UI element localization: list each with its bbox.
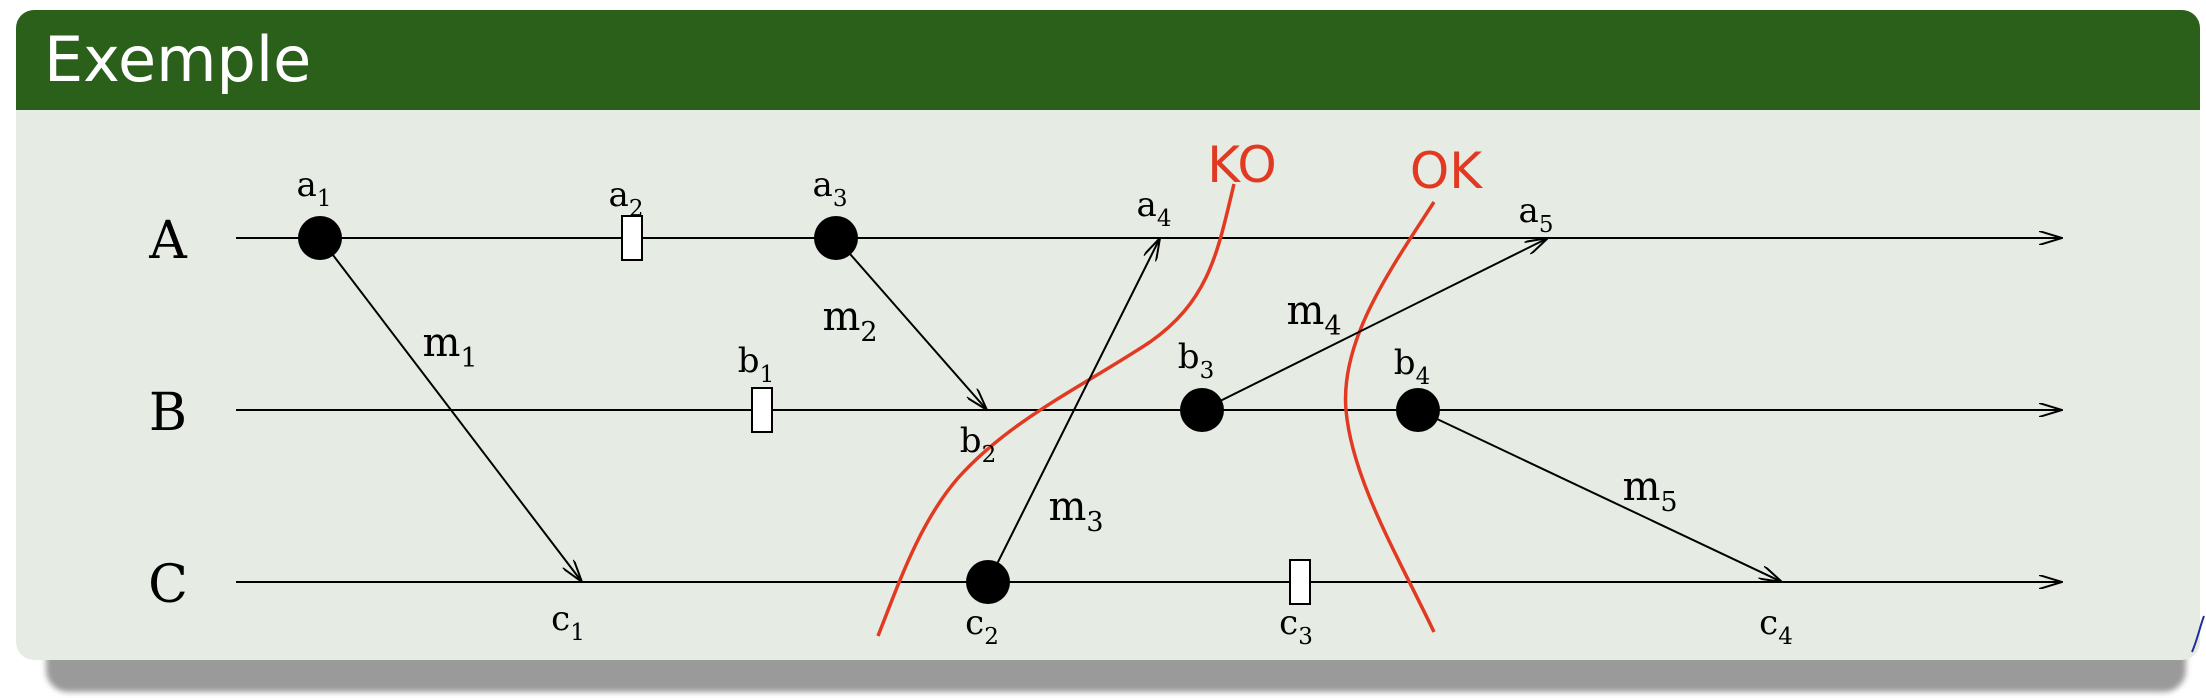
- message-label-m3: m3: [1048, 484, 1103, 538]
- event-box-a2: [621, 215, 643, 261]
- event-dot-c2: [966, 560, 1010, 604]
- process-label-B: B: [149, 383, 187, 443]
- event-box-c3: [1289, 559, 1311, 605]
- event-label-b1: b1: [738, 341, 774, 388]
- message-label-m2: m2: [822, 294, 877, 348]
- event-box-b1: [751, 387, 773, 433]
- event-dot-b4: [1396, 388, 1440, 432]
- event-label-a5: a5: [1519, 191, 1554, 238]
- message-arrow-m5: [1417, 409, 1782, 582]
- cut-label-ko: KO: [1207, 136, 1276, 194]
- event-dot-b3: [1180, 388, 1224, 432]
- message-arrow-m3: [987, 238, 1160, 583]
- event-label-c3: c3: [1279, 603, 1313, 650]
- event-label-a2: a2: [609, 175, 644, 222]
- event-label-a4: a4: [1137, 185, 1172, 232]
- block-title: Exemple: [44, 23, 312, 96]
- message-label-m1: m1: [422, 320, 477, 374]
- event-label-c4: c4: [1759, 603, 1793, 650]
- event-label-c2: c2: [965, 603, 999, 650]
- event-dot-a3: [814, 216, 858, 260]
- event-label-b2: b2: [960, 421, 996, 468]
- message-label-m4: m4: [1286, 288, 1341, 342]
- process-label-C: C: [148, 555, 188, 615]
- example-block: Exemple: [16, 10, 2200, 660]
- event-label-a1: a1: [297, 165, 332, 212]
- process-label-A: A: [148, 211, 188, 271]
- event-label-b3: b3: [1178, 337, 1214, 384]
- message-arrow-m1: [319, 237, 582, 582]
- event-dot-a1: [298, 216, 342, 260]
- cut-label-ok: OK: [1410, 142, 1483, 200]
- cut-line-ko: [876, 183, 1236, 637]
- block-header: Exemple: [16, 10, 2200, 110]
- message-arrow-m4: [1201, 238, 1548, 411]
- event-label-b4: b4: [1394, 343, 1430, 390]
- event-label-a3: a3: [813, 165, 848, 212]
- message-label-m5: m5: [1622, 464, 1677, 518]
- corner-mark: [2191, 615, 2205, 653]
- cut-line-ok: [1343, 201, 1436, 633]
- event-label-c1: c1: [551, 599, 585, 646]
- message-arrow-m2: [835, 237, 987, 410]
